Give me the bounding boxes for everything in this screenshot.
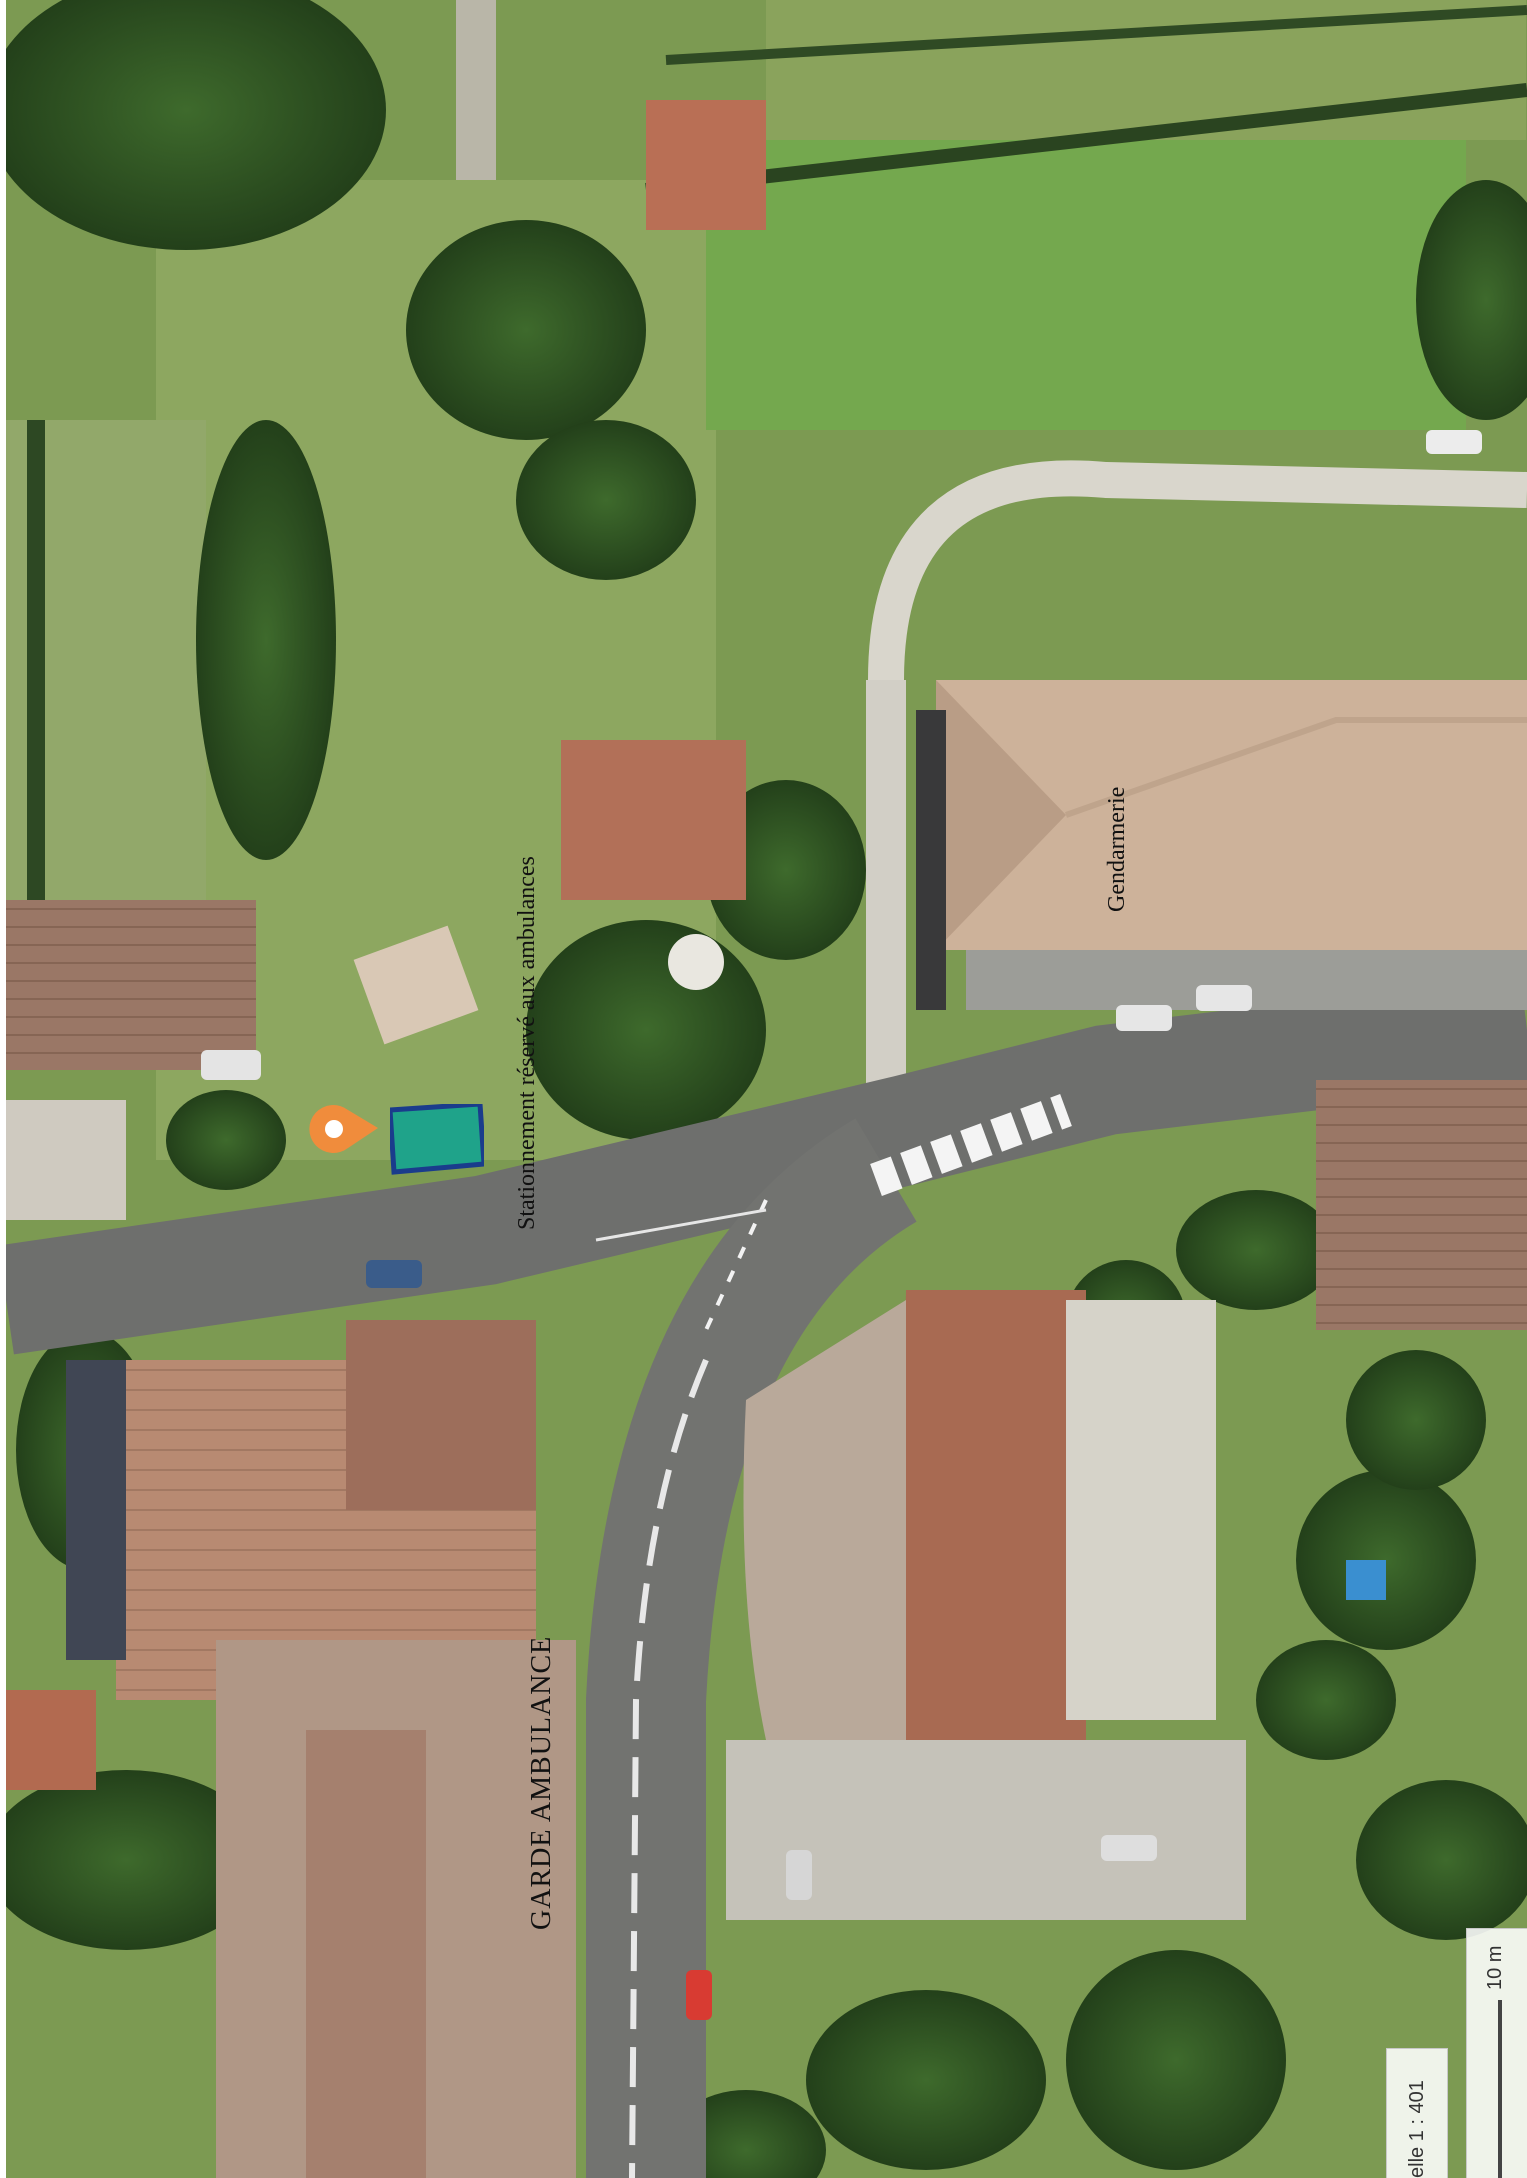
parking-label: Stationnement réservé aux ambulances	[514, 856, 540, 1230]
building-top	[646, 100, 766, 230]
aerial-map[interactable]: Stationnement réservé aux ambulances GAR…	[6, 0, 1527, 2178]
aerial-imagery	[6, 0, 1527, 2178]
building-curved	[896, 1290, 1086, 1740]
scale-bar-box	[1466, 1928, 1527, 2178]
field-top-right	[706, 130, 1466, 430]
curved-road	[586, 1118, 918, 2178]
location-pin-icon[interactable]	[302, 1098, 382, 1168]
garde-ambulance-label: GARDE AMBULANCE	[526, 1635, 557, 1930]
scale-ratio: elle 1 : 401	[1406, 2080, 1428, 2178]
scale-ratio-box	[1386, 2048, 1448, 2178]
building-left-top	[6, 900, 256, 1070]
scale-bar	[1498, 2000, 1502, 2178]
car-red	[686, 1970, 712, 2020]
main-road	[6, 975, 1527, 1355]
ambulance-parking-zone[interactable]	[390, 1104, 484, 1176]
house-center	[561, 740, 746, 900]
building-right	[1316, 1080, 1527, 1330]
gendarmerie-label: Gendarmerie	[1104, 786, 1130, 912]
scale-length: 10 m	[1484, 1945, 1506, 1990]
